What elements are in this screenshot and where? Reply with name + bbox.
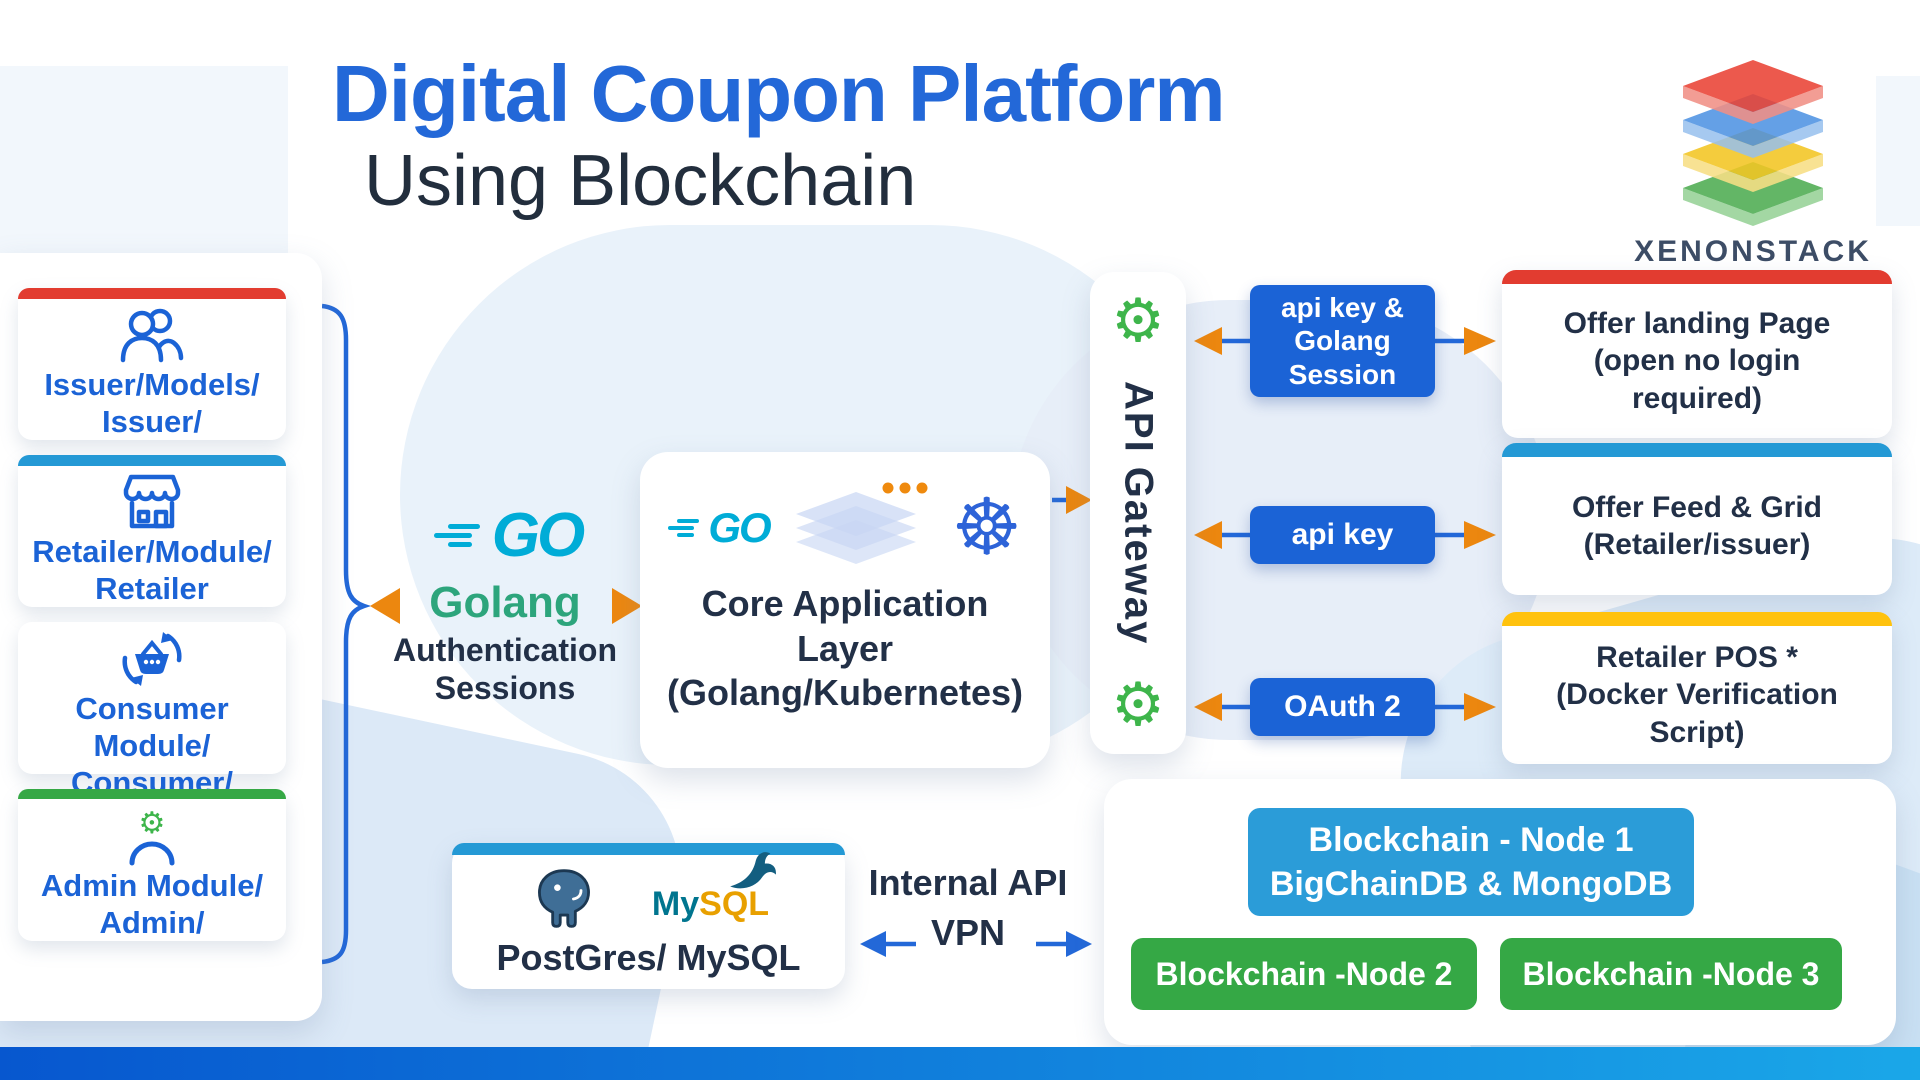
module-label: Consumer Module/ Consumer/ (18, 690, 286, 802)
module-label-line: Issuer/Models/ (44, 366, 260, 402)
offer-landing-page-box: Offer landing Page (open no login requir… (1502, 270, 1892, 438)
key-chip-oauth2: OAuth 2 (1250, 678, 1435, 736)
module-label-line: Consumer Module/ (75, 691, 229, 764)
consumer-basket-icon (117, 628, 187, 690)
offer-landing-page-label: Offer landing Page (open no login requir… (1564, 284, 1831, 438)
module-label-line: Issuer/ (102, 403, 202, 439)
card-color-bar (1502, 443, 1892, 457)
output-line: (Docker Verification (1556, 678, 1838, 712)
api-gateway-box: ⚙ API Gateway ⚙ (1090, 272, 1186, 754)
mysql-logo: MySQL (651, 851, 777, 924)
internal-api-label: Internal API (868, 862, 1068, 903)
kubernetes-icon: ☸ (951, 483, 1022, 573)
blockchain-node1: Blockchain - Node 1 BigChainDB & MongoDB (1248, 808, 1694, 916)
vpn-label: VPN (930, 912, 1006, 953)
output-line: Offer Feed & Grid (1571, 490, 1823, 524)
database-label: PostGres/ MySQL (496, 937, 801, 978)
card-color-bar (1502, 270, 1892, 284)
users-icon (116, 305, 188, 365)
blockchain-node2: Blockchain -Node 2 (1131, 938, 1477, 1010)
core-label-line: Layer (796, 627, 894, 669)
go-speed-lines-icon (668, 519, 700, 537)
gear-icon-top: ⚙ (1111, 286, 1165, 356)
output-line: (Retailer/issuer) (1583, 528, 1811, 561)
api-gateway-label: API Gateway (1116, 380, 1161, 646)
bg-shape (1876, 76, 1920, 226)
core-label-line: Core Application (701, 583, 989, 624)
chip-line: Golang (1294, 325, 1391, 357)
module-card-consumer: Consumer Module/ Consumer/ (18, 622, 286, 800)
card-color-bar (18, 789, 286, 799)
go-speed-lines-icon (433, 523, 480, 547)
node-line: Blockchain - Node 1 (1308, 820, 1634, 859)
mysql-wordmark-sql: SQL (699, 884, 770, 923)
retailer-pos-label: Retailer POS * (Docker Verification Scri… (1556, 626, 1838, 764)
auth-sessions-label: Authentication Sessions (355, 632, 655, 708)
store-icon (119, 472, 185, 532)
bottom-accent-bar (0, 1047, 1920, 1080)
key-chip-apikey-golang-session: api key & Golang Session (1250, 285, 1435, 397)
chip-line: api key (1291, 518, 1394, 551)
xenonstack-stack-icon (1683, 60, 1823, 226)
offer-feed-grid-label: Offer Feed & Grid (Retailer/issuer) (1572, 457, 1822, 595)
card-color-bar (1502, 612, 1892, 626)
core-label-line: (Golang/Kubernetes) (666, 672, 1024, 714)
gear-icon-bottom: ⚙ (1111, 669, 1165, 740)
output-line: (open no login (1593, 344, 1801, 378)
core-application-box: GO ☸ Core Application Layer (Golang/Kube… (640, 452, 1050, 768)
card-color-bar (18, 288, 286, 300)
database-box: MySQL PostGres/ MySQL (452, 843, 845, 989)
page-title: Digital Coupon Platform (332, 49, 1226, 138)
key-chip-apikey: api key (1250, 506, 1435, 564)
admin-gear-person-icon: ⚙ (120, 805, 184, 867)
layers-icon (795, 482, 928, 564)
module-label-line: Admin Module/ (40, 867, 264, 903)
module-label-line: Admin/ (99, 904, 205, 940)
mysql-wordmark-my: My (651, 884, 700, 923)
auth-line: Sessions (434, 669, 576, 706)
go-wordmark: GO (491, 501, 585, 570)
chip-line: OAuth 2 (1284, 690, 1401, 723)
mysql-dolphin-icon (730, 851, 777, 888)
module-label: Retailer/Module/ Retailer (32, 533, 271, 607)
core-icons-row: GO ☸ (668, 482, 1022, 574)
auth-line: Authentication (393, 632, 617, 668)
page-subtitle: Using Blockchain (364, 141, 917, 221)
blockchain-cluster-box: Blockchain - Node 1 BigChainDB & MongoDB… (1104, 779, 1896, 1045)
output-line: Script) (1649, 715, 1745, 749)
retailer-pos-box: Retailer POS * (Docker Verification Scri… (1502, 612, 1892, 764)
bg-shape (0, 66, 288, 256)
golang-label: Golang (429, 578, 581, 627)
chip-line: Session (1288, 358, 1397, 390)
go-logo-small: GO (668, 504, 772, 552)
database-logos: MySQL (528, 851, 777, 941)
module-card-retailer: Retailer/Module/ Retailer (18, 455, 286, 607)
xenonstack-logo: XENONSTACK (1628, 56, 1878, 269)
module-card-issuer: Issuer/Models/ Issuer/ (18, 288, 286, 440)
postgresql-icon (537, 869, 590, 928)
module-label: Issuer/Models/ Issuer/ (44, 366, 259, 440)
module-card-admin: ⚙ Admin Module/ Admin/ (18, 789, 286, 941)
node-line: BigChainDB & MongoDB (1269, 865, 1673, 903)
module-label-line: Retailer (95, 570, 209, 606)
core-application-label: Core Application Layer (Golang/Kubernete… (667, 582, 1023, 716)
xenonstack-wordmark: XENONSTACK (1634, 235, 1872, 268)
svg-text:⚙: ⚙ (139, 806, 166, 841)
chip-line: api key & (1281, 291, 1404, 323)
card-color-bar (452, 843, 845, 855)
offer-feed-grid-box: Offer Feed & Grid (Retailer/issuer) (1502, 443, 1892, 595)
card-color-bar (18, 455, 286, 467)
blockchain-node3: Blockchain -Node 3 (1500, 938, 1842, 1010)
output-line: required) (1631, 381, 1763, 415)
module-label-line: Retailer/Module/ (32, 533, 272, 569)
go-wordmark: GO (708, 504, 771, 551)
output-line: Offer landing Page (1563, 306, 1831, 340)
module-label: Admin Module/ Admin/ (41, 867, 263, 941)
golang-logo: GO (398, 500, 618, 571)
output-line: Retailer POS * (1596, 640, 1798, 674)
